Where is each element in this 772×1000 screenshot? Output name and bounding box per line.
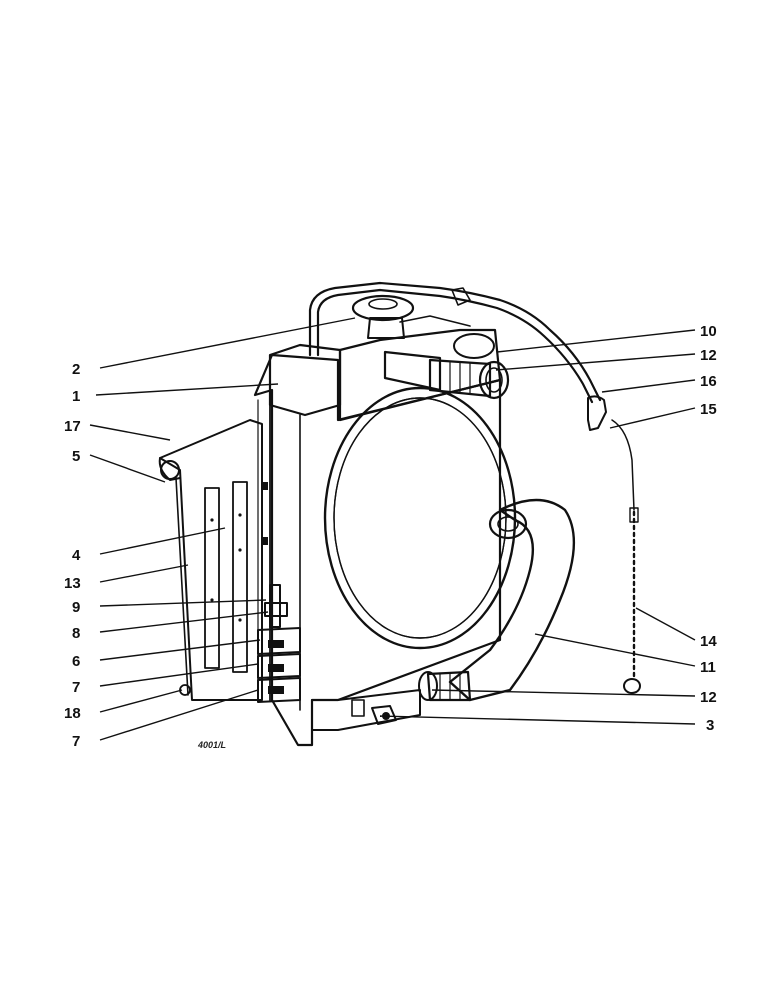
radiator-cap [351,294,415,322]
callout-8: 8 [72,625,80,642]
bottom-hose [448,498,575,702]
overflow-pipe [308,281,602,402]
callouts-right: 10 12 16 15 14 11 12 3 [700,323,717,734]
drain-tap [371,705,397,725]
callout-2: 2 [72,361,80,378]
fan-cowl [323,386,517,650]
callout-10: 10 [700,323,717,340]
callout-4: 4 [72,547,81,564]
callout-16: 16 [700,373,717,390]
drawing-reference: 4001/L [197,740,226,750]
strap-left [204,487,220,669]
upper-hose-stub [383,350,442,392]
callout-15: 15 [700,401,717,418]
callout-5: 5 [72,448,80,465]
callout-13: 13 [64,575,81,592]
callout-6: 6 [72,653,80,670]
callouts-left: 2 1 17 5 4 13 9 8 6 7 18 7 [64,361,81,750]
adjuster-bolt [269,584,281,628]
top-tank [338,328,502,422]
callout-3: 3 [706,717,714,734]
callout-17: 17 [64,418,81,435]
drain-tube-end [587,395,607,431]
strap-right [232,481,248,673]
radiator-illustration [158,281,641,747]
callout-11: 11 [700,659,716,676]
callout-18: 18 [64,705,81,722]
bottom-tank [311,689,421,731]
callout-12-upper: 12 [700,347,717,364]
chain-ring [623,678,641,694]
filler-neck [367,317,405,339]
callout-9: 9 [72,599,80,616]
callout-7-upper: 7 [72,679,80,696]
spacer-block-top [257,627,301,655]
callout-7-lower: 7 [72,733,80,750]
cap-chain [611,419,635,511]
callout-1: 1 [72,388,80,405]
leader-lines [89,317,696,741]
spacer-block-mid [257,653,301,679]
spacer-block-low [257,677,301,703]
callout-14: 14 [700,633,717,650]
callout-12-lower: 12 [700,689,717,706]
